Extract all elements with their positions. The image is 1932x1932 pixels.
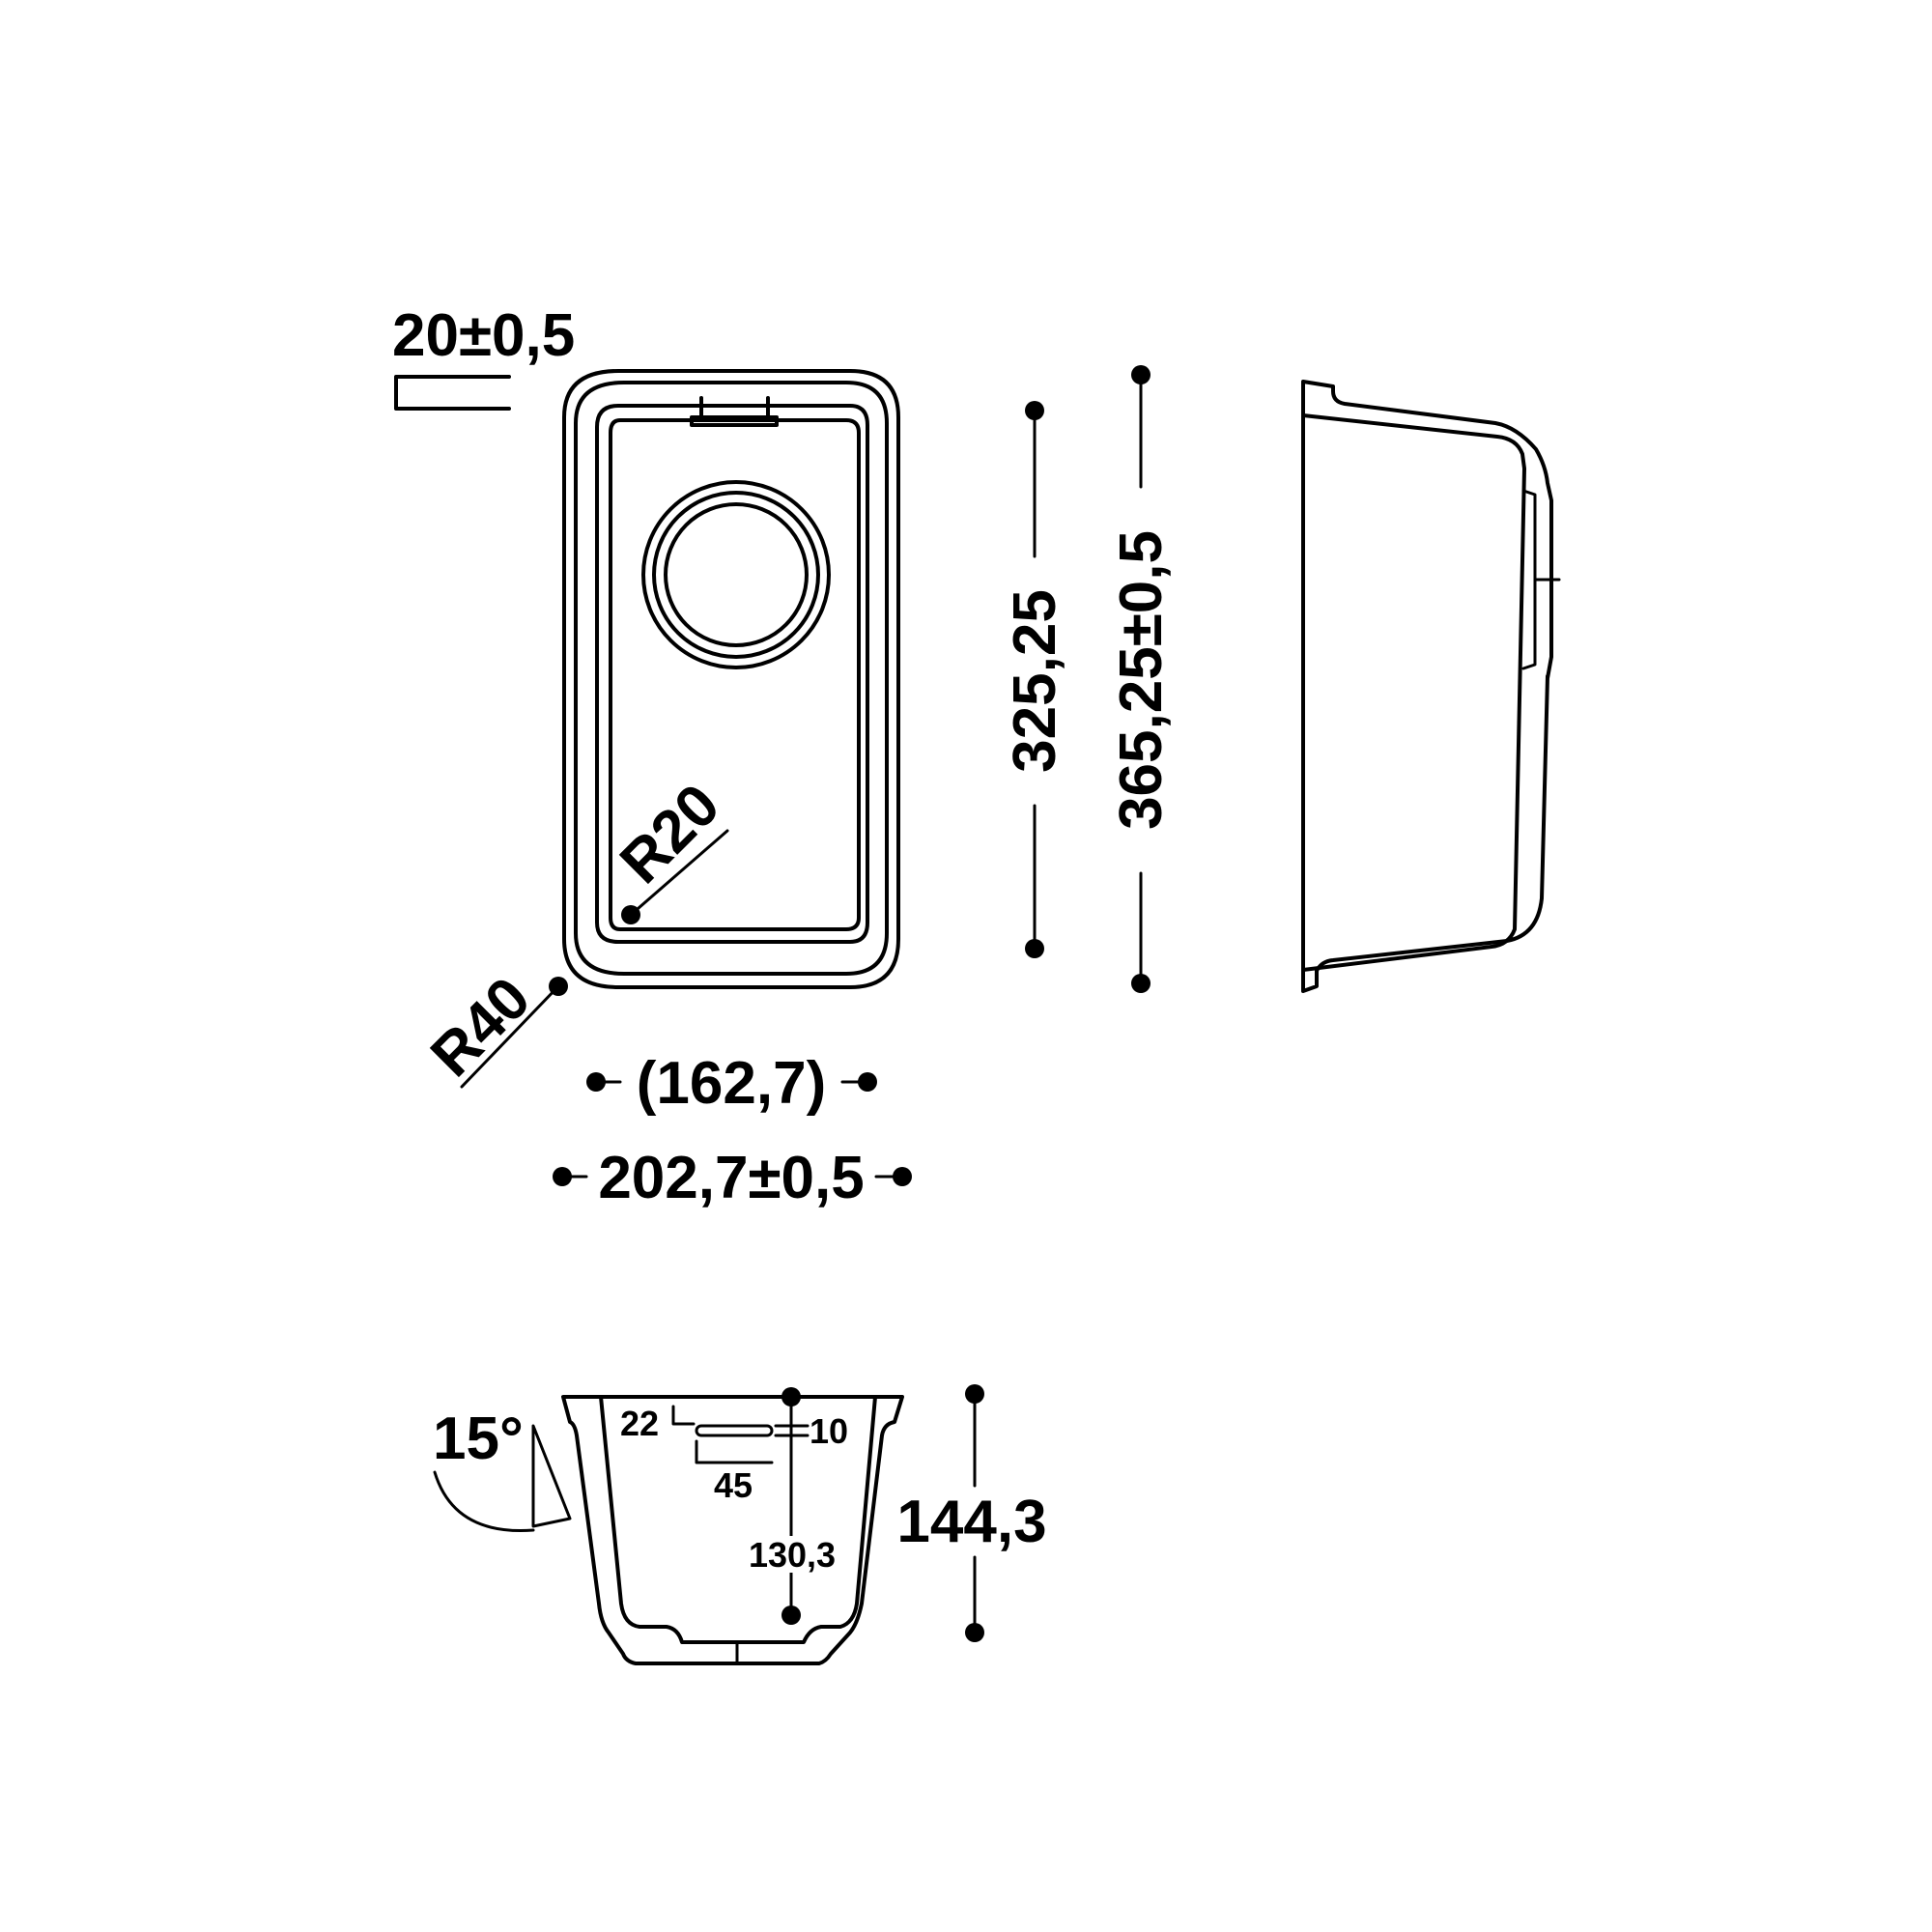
overflow-opening bbox=[695, 1424, 774, 1437]
outer-depth-dot-bottom bbox=[965, 1623, 984, 1642]
radius-outer-label: R40 bbox=[418, 965, 543, 1090]
overflow-offset-label: 22 bbox=[620, 1404, 659, 1443]
outer-length-dot-top bbox=[1131, 365, 1151, 384]
rim-thickness-marker bbox=[394, 375, 511, 411]
angle-wedge bbox=[531, 1424, 572, 1528]
overflow-width-label: 45 bbox=[714, 1465, 753, 1505]
inner-depth-label-bg bbox=[742, 1536, 842, 1573]
inner-depth-dot-bottom bbox=[781, 1605, 801, 1625]
rim-thickness-label: 20±0,5 bbox=[392, 302, 575, 369]
outer-depth-dot-top bbox=[965, 1384, 984, 1404]
front-section: 22 10 45 130,3 144,3 15° bbox=[433, 1384, 1047, 1665]
radius-inner-leader bbox=[629, 829, 729, 917]
sink-outer-rim bbox=[562, 369, 900, 989]
outer-depth-label: 144,3 bbox=[896, 1489, 1046, 1555]
radius-inner-dot bbox=[621, 905, 640, 924]
side-outer-profile bbox=[1301, 380, 1553, 993]
radius-inner-label: R20 bbox=[608, 772, 732, 896]
top-view: 20±0,5 R20 R40 (162,7) 202,7±0,5 bbox=[392, 302, 1175, 1211]
sink-outer-rim-inner-line bbox=[574, 381, 889, 976]
outer-length-label: 365,25±0,5 bbox=[1108, 530, 1175, 830]
outer-width-label: 202,7±0,5 bbox=[598, 1145, 864, 1211]
drain-middle-ring bbox=[652, 491, 820, 659]
outer-length-dot-bottom bbox=[1131, 974, 1151, 993]
drain-inner-ring bbox=[664, 502, 809, 647]
inner-length-dot-bottom bbox=[1025, 939, 1044, 958]
overflow-width-bracket bbox=[695, 1439, 774, 1464]
side-view bbox=[1301, 380, 1561, 993]
section-outer-profile bbox=[561, 1395, 904, 1665]
angle-label: 15° bbox=[433, 1406, 524, 1472]
bowl-outline bbox=[595, 404, 869, 944]
inner-length-dot-top bbox=[1025, 401, 1044, 420]
inner-length-label: 325,25 bbox=[1002, 589, 1068, 773]
inner-width-dot-right bbox=[858, 1072, 877, 1092]
overflow-slot bbox=[690, 396, 779, 427]
inner-width-dot-left bbox=[586, 1072, 606, 1092]
radius-outer-leader bbox=[460, 984, 560, 1089]
overflow-offset-bracket bbox=[671, 1405, 696, 1426]
outer-width-dot-left bbox=[553, 1167, 572, 1186]
overflow-height-label: 10 bbox=[810, 1411, 848, 1451]
angle-arc bbox=[433, 1470, 535, 1532]
inner-width-label: (162,7) bbox=[637, 1050, 826, 1117]
radius-outer-dot bbox=[549, 977, 568, 996]
side-inner-profile bbox=[1301, 413, 1526, 972]
outer-width-dot-right bbox=[893, 1167, 912, 1186]
inner-depth-dot-top bbox=[781, 1387, 801, 1406]
section-inner-profile bbox=[599, 1395, 877, 1644]
drain-outer-ring bbox=[641, 480, 831, 669]
bowl-inner-outline bbox=[609, 418, 861, 931]
inner-depth-label: 130,3 bbox=[749, 1535, 836, 1575]
